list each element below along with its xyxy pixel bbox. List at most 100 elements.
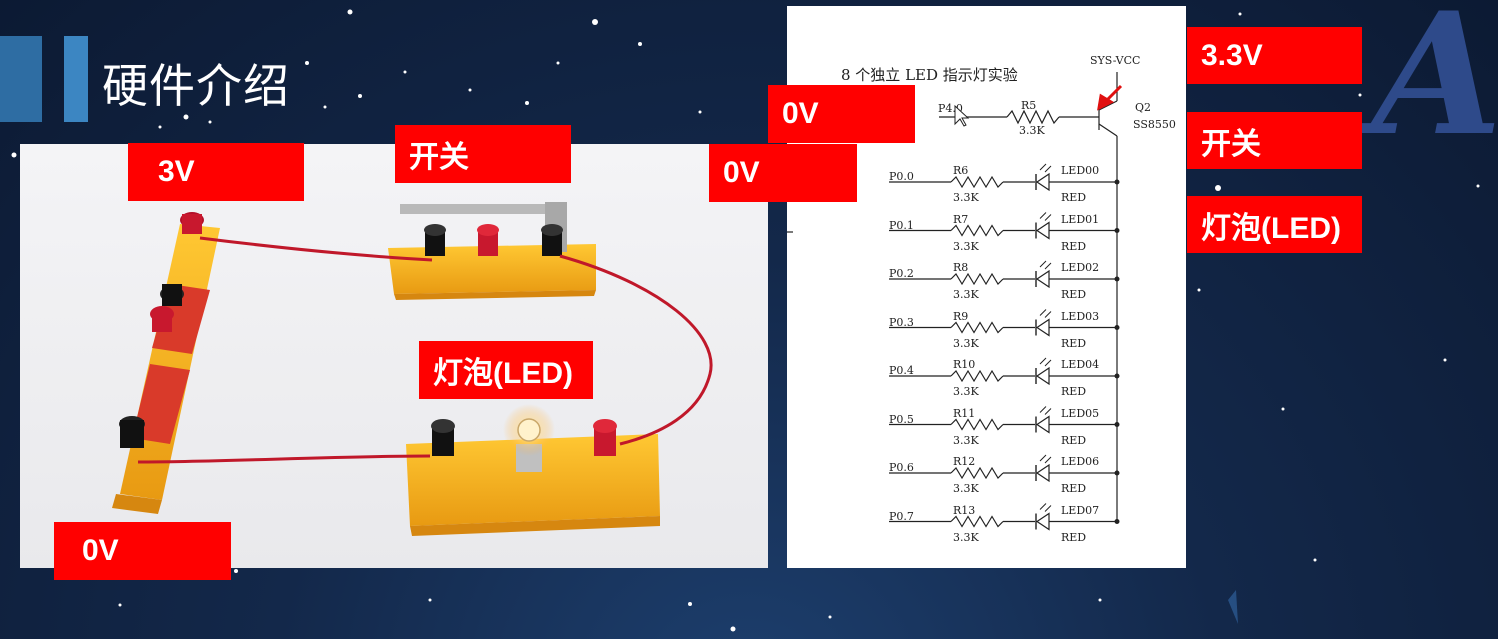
schematic-junction-dot: [1114, 276, 1120, 282]
circuit-photo-illustration: [112, 202, 713, 536]
label-0v-mid: 0V: [709, 144, 857, 202]
schematic-led-color: RED: [1061, 239, 1087, 253]
schematic-resistor-value: 3.3K: [953, 482, 979, 495]
schematic-led-diode: [1035, 512, 1050, 531]
schematic-resistor: [950, 369, 1004, 383]
schematic-resistor-label: R11: [953, 406, 976, 420]
battery-terminals: [119, 212, 204, 448]
schematic-resistor-label: R8: [953, 261, 969, 274]
schematic-port-label: P0.7: [889, 509, 914, 523]
schematic-led-emit-arrow: [1044, 311, 1052, 318]
schematic-led-label: LED06: [1061, 455, 1100, 468]
schematic-wiring: [787, 72, 1123, 531]
schematic-led-color: RED: [1061, 288, 1087, 301]
schematic-resistor-label: R10: [953, 358, 976, 371]
schematic-led-emit-arrow: [1039, 260, 1047, 268]
schematic-led-label: LED03: [1061, 309, 1100, 323]
schematic-led-color: RED: [1061, 530, 1087, 544]
schematic-red-arrow: [1097, 84, 1123, 111]
schematic-led-label: LED02: [1061, 261, 1100, 274]
schematic-led-color: RED: [1061, 191, 1087, 204]
schematic-led-emit-arrow: [1044, 359, 1052, 367]
schematic-resistor-value: 3.3K: [953, 191, 979, 204]
title-accent-bar-secondary: [64, 36, 88, 122]
schematic-led-emit-arrow: [1044, 505, 1052, 512]
schematic-port-label: P0.2: [889, 267, 914, 280]
schematic-led-emit-arrow: [1039, 454, 1047, 462]
schematic-led-emit-arrow: [1044, 456, 1052, 464]
schematic-resistor-label: R12: [953, 455, 976, 468]
schematic-resistor-value: 3.3K: [953, 288, 979, 301]
schematic-resistor-value: 3.3K: [953, 385, 979, 398]
title-accent-bar: [0, 36, 42, 122]
circuit-wires: [137, 236, 713, 464]
schematic-led-label: LED04: [1061, 358, 1100, 371]
schematic-led-emit-arrow: [1039, 357, 1047, 365]
schematic-port-label: P0.3: [889, 315, 914, 329]
label-3v: 3V: [128, 143, 304, 201]
label-3-3v: 3.3V: [1187, 27, 1362, 84]
schematic-led-emit-arrow: [1039, 309, 1047, 316]
schematic-junction-dot: [1114, 519, 1120, 524]
schematic-led-emit-arrow: [1044, 262, 1052, 270]
schematic-port-label: P0.5: [889, 412, 914, 426]
schematic-port-label: P0.6: [889, 461, 914, 474]
bulb-board: [406, 404, 660, 536]
schematic-junction-dot: [1114, 470, 1120, 476]
schematic-junction-dot: [1114, 179, 1120, 185]
schematic-resistor-value: 3.3K: [953, 433, 979, 447]
schematic-resistor-value: 3.3K: [953, 530, 979, 544]
schematic-led-color: RED: [1061, 433, 1087, 447]
schematic-resistor-label: R6: [953, 164, 969, 177]
label-0v-top: 0V: [768, 85, 915, 143]
schematic-led-color: RED: [1061, 336, 1087, 350]
schematic-vcc-label: SYS-VCC: [1090, 54, 1141, 67]
schematic-led-label: LED01: [1061, 212, 1100, 226]
label-switch-right: 开关: [1187, 112, 1362, 169]
schematic-resistor: [950, 515, 1004, 528]
schematic-resistor: [950, 175, 1004, 189]
schematic-title: 8 个独立 LED 指示灯实验: [841, 66, 1018, 84]
schematic-led-label: LED05: [1061, 406, 1100, 420]
schematic-r5-value: 3.3K: [1019, 124, 1045, 137]
schematic-led-diode: [1035, 269, 1050, 289]
label-bulb-photo: 灯泡(LED): [419, 341, 593, 399]
schematic-led-diode: [1035, 415, 1050, 434]
label-switch-photo: 开关: [395, 125, 571, 183]
schematic-r5-label: R5: [1021, 99, 1037, 112]
schematic-q2-part: SS8550: [1133, 118, 1176, 131]
schematic-led-emit-arrow: [1044, 214, 1052, 221]
schematic-led-diode: [1035, 318, 1050, 337]
schematic-led-color: RED: [1061, 482, 1087, 495]
mouse-cursor-icon: [954, 104, 970, 127]
led-schematic: 8 个独立 LED 指示灯实验 SYS-VCC P4.0 R5 3.3K Q2 …: [787, 6, 1186, 568]
schematic-junction-dot: [1114, 325, 1120, 330]
schematic-q2-label: Q2: [1135, 101, 1152, 114]
schematic-resistor-value: 3.3K: [953, 336, 979, 350]
schematic-led-diode: [1035, 221, 1050, 240]
schematic-led-emit-arrow: [1039, 212, 1047, 219]
switch-board: [388, 202, 596, 300]
schematic-led-diode: [1035, 463, 1050, 483]
schematic-led-emit-arrow: [1039, 503, 1047, 510]
schematic-led-diode: [1035, 172, 1050, 192]
schematic-resistor-label: R13: [953, 503, 976, 517]
slide-title: 硬件介绍: [102, 59, 290, 113]
schematic-led-label: LED07: [1061, 503, 1100, 517]
schematic-junction-dot: [1114, 422, 1120, 427]
schematic-junction-dot: [1114, 228, 1120, 233]
schematic-resistor: [950, 418, 1004, 431]
schematic-led-diode: [1035, 366, 1050, 386]
schematic-resistor: [950, 272, 1004, 286]
schematic-led-emit-arrow: [1039, 406, 1047, 413]
schematic-p4-label: P4.0: [938, 102, 963, 115]
schematic-resistor: [950, 224, 1004, 237]
schematic-resistor: [950, 321, 1004, 334]
circuit-photo: [20, 144, 768, 568]
schematic-led-label: LED00: [1061, 164, 1100, 177]
schematic-led-emit-arrow: [1044, 408, 1052, 415]
battery-holder: [112, 224, 220, 514]
schematic-resistor-label: R7: [953, 212, 969, 226]
schematic-port-label: P0.0: [889, 170, 914, 183]
schematic-resistor-value: 3.3K: [953, 239, 979, 253]
